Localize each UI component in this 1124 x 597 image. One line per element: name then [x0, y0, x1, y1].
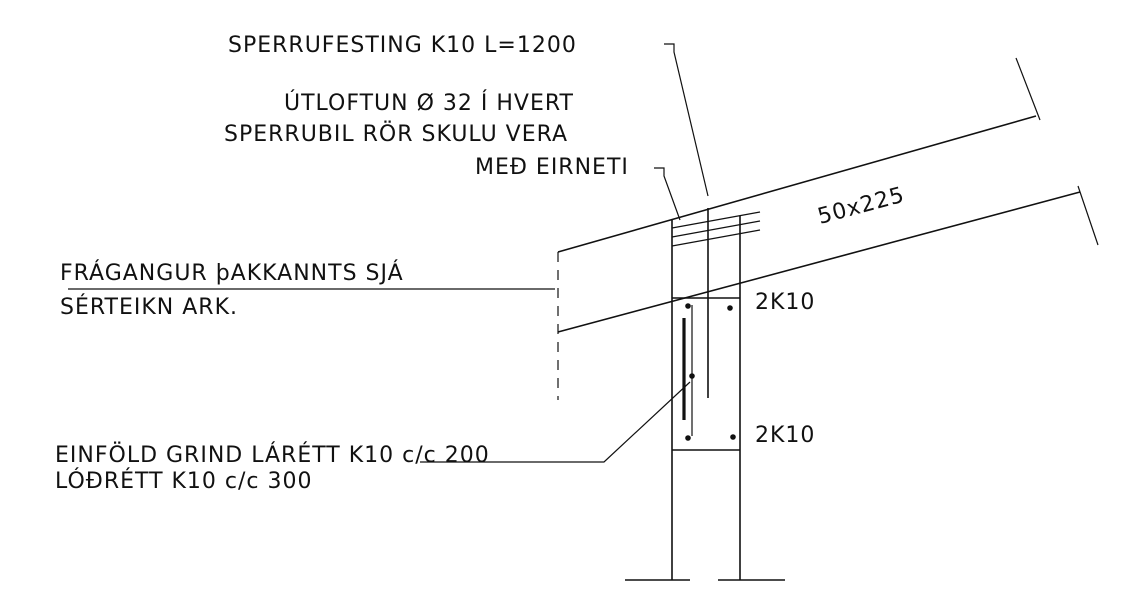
vent-dash-1	[671, 211, 761, 229]
label-fascia-line2: SÉRTEIKN ARK.	[60, 294, 238, 320]
vent-dash-3	[671, 229, 761, 247]
rafter-break-line-bottom	[1077, 185, 1099, 246]
rafter-break-line-top	[1015, 57, 1041, 121]
wall-reinforcement	[682, 303, 736, 441]
rafter	[557, 57, 1099, 400]
rafter-top-edge	[557, 115, 1037, 253]
wall	[625, 216, 785, 581]
rebar-dot-top-left	[685, 303, 691, 309]
rebar-dot-top-right	[727, 305, 733, 311]
leader-rafter-anchor	[664, 43, 709, 197]
label-mesh-line2: LÓÐRÉTT K10 c/c 300	[55, 468, 313, 494]
label-mesh-line1: EINFÖLD GRIND LÁRÉTT K10 c/c 200	[55, 442, 490, 468]
leader-vent	[654, 167, 681, 221]
label-rafter-anchor: SPERRUFESTING K10 L=1200	[228, 33, 577, 58]
label-rebar-bottom: 2K10	[755, 423, 815, 448]
label-vent-line2: SPERRUBIL RÖR SKULU VERA	[224, 121, 568, 147]
label-fascia-line1: FRÁGANGUR þAKKANNTS SJÁ	[60, 260, 404, 286]
label-rafter-size: 50x225	[815, 183, 907, 230]
label-vent-line1: ÚTLOFTUN Ø 32 Í HVERT	[284, 90, 574, 116]
leader-mesh	[420, 381, 691, 463]
label-rebar-top: 2K10	[755, 290, 815, 315]
label-vent-line3: MEÐ EIRNETI	[475, 155, 629, 180]
rebar-dot-bottom-right	[730, 434, 736, 440]
rebar-dot-mid	[689, 373, 695, 379]
rebar-dot-bottom-left	[685, 435, 691, 441]
vent-dash-2	[671, 220, 761, 238]
vent-pipes	[671, 211, 761, 247]
leader-lines	[68, 43, 709, 463]
rafter-bottom-edge	[557, 191, 1081, 333]
